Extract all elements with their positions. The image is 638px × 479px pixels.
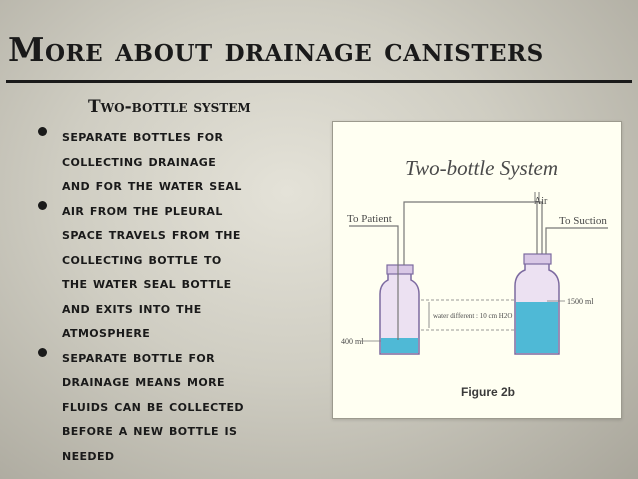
- water-seal: [516, 302, 558, 353]
- label-1500ml: 1500 ml: [567, 297, 594, 306]
- bullet-line: and exits into the: [62, 298, 202, 317]
- bullet-line: the water seal bottle: [62, 274, 232, 292]
- label-to-patient: To Patient: [347, 213, 392, 225]
- bullet-item: air from the pleural space travels from …: [36, 198, 326, 345]
- title-divider: [6, 80, 632, 83]
- bullet-line: collecting drainage: [62, 151, 217, 170]
- collected-drainage: [381, 338, 418, 353]
- bullet-line: needed: [62, 445, 115, 464]
- label-400ml: 400 ml: [341, 337, 364, 346]
- bullet-item: separate bottle for drainage means more …: [36, 345, 326, 468]
- slide-title: More about drainage canisters: [8, 30, 544, 69]
- bullet-line: fluids can be collected: [62, 396, 244, 415]
- bullet-line: separate bottle for: [62, 347, 216, 366]
- two-bottle-diagram: Two-bottle System To Patient Air To Suct…: [332, 121, 622, 419]
- diagram-svg: Two-bottle System To Patient Air To Suct…: [341, 156, 608, 399]
- label-water-difference: water different : 10 cm H2O: [433, 312, 512, 320]
- bullet-line: drainage means more: [62, 372, 225, 390]
- water-seal-bottle: [514, 253, 560, 355]
- bullet-dot-icon: [38, 200, 47, 210]
- label-air: Air: [534, 196, 548, 207]
- bullet-line: collecting bottle to: [62, 249, 222, 268]
- bullet-line: and for the water seal: [62, 176, 242, 194]
- bullet-line: atmosphere: [62, 323, 151, 341]
- bullet-list: separate bottles for collecting drainage…: [36, 124, 326, 467]
- bullet-line: air from the pleural: [62, 200, 223, 219]
- slide-subtitle: Two-bottle system: [88, 97, 251, 117]
- bullet-line: separate bottles for: [62, 127, 224, 145]
- bullet-line: before a new bottle is: [62, 421, 238, 439]
- bullet-dot-icon: [38, 347, 47, 357]
- diagram-title: Two-bottle System: [405, 156, 558, 180]
- label-to-suction: To Suction: [559, 215, 607, 227]
- bullet-line: space travels from the: [62, 225, 241, 243]
- collection-bottle: [379, 264, 420, 355]
- bullet-item: separate bottles for collecting drainage…: [36, 124, 326, 198]
- figure-caption: Figure 2b: [461, 385, 515, 399]
- bullet-dot-icon: [38, 127, 47, 136]
